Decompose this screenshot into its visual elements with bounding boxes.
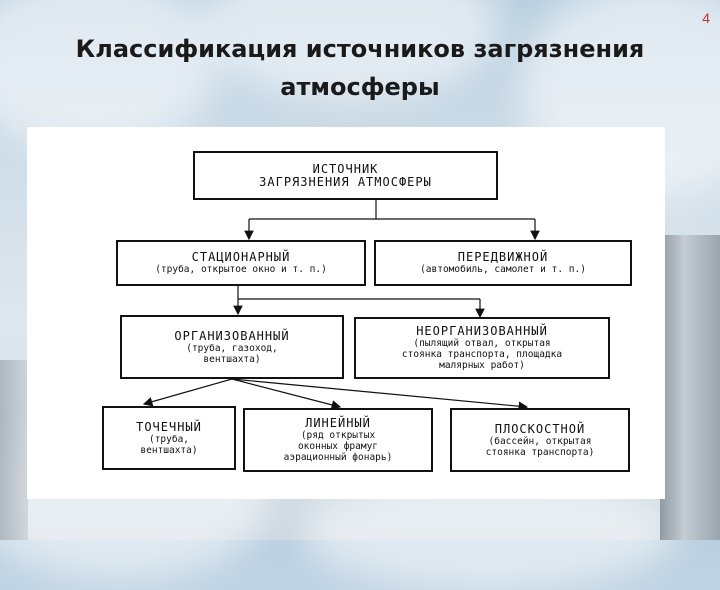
cooling-tower-image	[660, 235, 720, 540]
node-stationary-desc: (труба, открытое окно и т. п.)	[155, 264, 327, 275]
node-organized-desc: (труба, газоход, вентшахта)	[186, 342, 278, 365]
node-unorganized-desc: (пылящий отвал, открытая стоянка транспо…	[401, 338, 563, 371]
node-unorganized-title: НЕОРГАНИЗОВАННЫЙ	[416, 324, 548, 338]
node-area-title: ПЛОСКОСТНОЙ	[494, 421, 586, 436]
arrow-to-area	[231, 378, 529, 411]
slide-title: Классификация источников загрязнения атм…	[50, 30, 670, 106]
node-mobile-desc: (автомобиль, самолет и т. п.)	[420, 264, 586, 275]
node-mobile: ПЕРЕДВИЖНОЙ (автомобиль, самолет и т. п.…	[374, 240, 632, 286]
node-point: ТОЧЕЧНЫЙ (труба, вентшахта)	[102, 406, 236, 470]
node-unorganized: НЕОРГАНИЗОВАННЫЙ (пылящий отвал, открыта…	[354, 317, 610, 379]
slide-title-line2: атмосферы	[280, 73, 440, 101]
arrow-to-point	[142, 378, 233, 407]
chimney-image	[0, 360, 28, 540]
node-linear: ЛИНЕЙНЫЙ (ряд открытых оконных фрамуг аэ…	[243, 408, 433, 472]
node-area-desc: (бассейн, открытая стоянка транспорта)	[485, 435, 595, 458]
node-linear-title: ЛИНЕЙНЫЙ	[305, 416, 371, 430]
node-stationary-title: СТАЦИОНАРНЫЙ	[191, 250, 291, 264]
node-root: ИСТОЧНИК ЗАГРЯЗНЕНИЯ АТМОСФЕРЫ	[193, 151, 498, 200]
node-mobile-title: ПЕРЕДВИЖНОЙ	[457, 250, 549, 264]
page-number: 4	[702, 10, 710, 26]
node-point-title: ТОЧЕЧНЫЙ	[136, 419, 202, 434]
node-root-title-line1: ИСТОЧНИК	[312, 161, 379, 176]
node-organized-title: ОРГАНИЗОВАННЫЙ	[174, 328, 290, 343]
arrow-to-linear	[231, 378, 342, 410]
diagram-panel: ИСТОЧНИК ЗАГРЯЗНЕНИЯ АТМОСФЕРЫ СТАЦИОНАР…	[27, 127, 665, 499]
diagram-connectors	[142, 199, 540, 411]
node-area: ПЛОСКОСТНОЙ (бассейн, открытая стоянка т…	[450, 408, 630, 472]
node-root-title-line2: ЗАГРЯЗНЕНИЯ АТМОСФЕРЫ	[259, 174, 432, 189]
slide-title-line1: Классификация источников загрязнения	[75, 35, 645, 63]
node-linear-desc: (ряд открытых оконных фрамуг аэрационный…	[283, 430, 393, 463]
node-stationary: СТАЦИОНАРНЫЙ (труба, открытое окно и т. …	[116, 240, 366, 286]
node-point-desc: (труба, вентшахта)	[140, 433, 198, 456]
node-organized: ОРГАНИЗОВАННЫЙ (труба, газоход, вентшахт…	[120, 315, 344, 379]
